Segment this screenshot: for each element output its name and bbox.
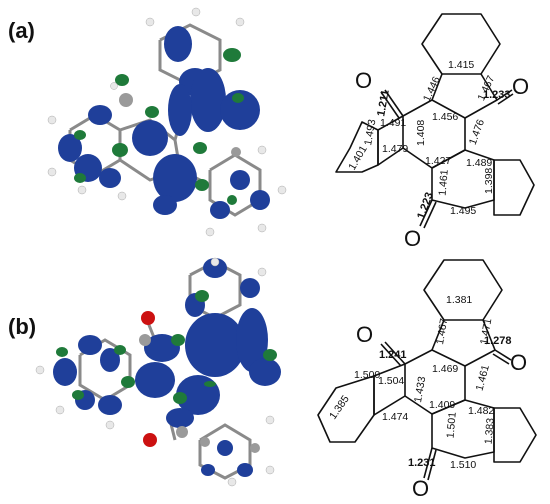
bond-length-b: 1.461 — [474, 363, 492, 392]
bond-length-a: 1.398 — [483, 168, 495, 194]
bond-length-a: 1.233 — [483, 89, 511, 101]
bond-length-b: 1.241 — [379, 349, 407, 361]
bond-length-b: 1.383 — [482, 417, 496, 444]
bond-length-b: 1.385 — [327, 393, 352, 422]
bond-length-b: 1.433 — [412, 375, 428, 403]
bond-length-b: 1.467 — [434, 317, 450, 345]
bond-length-b: 1.278 — [484, 335, 512, 347]
structure-a: O O O 1.415 1.446 1.467 1.456 1.233 1.47… — [335, 13, 535, 251]
structure-b: O O O 1.381 1.467 1.471 1.469 1.278 1.46… — [317, 259, 537, 501]
structure-a-bonds — [335, 13, 535, 229]
bond-length-a: 1.211 — [375, 89, 391, 118]
bond-length-b: 1.474 — [382, 411, 408, 423]
bond-length-b: 1.469 — [432, 363, 458, 375]
bond-length-b: 1.500 — [354, 369, 380, 381]
orbital-lobes-green-a — [74, 48, 244, 205]
bond-length-b: 1.231 — [408, 457, 436, 469]
bond-length-b: 1.510 — [450, 459, 476, 471]
bond-length-b: 1.409 — [429, 399, 455, 411]
bond-length-a: 1.479 — [382, 143, 408, 155]
bond-length-b: 1.471 — [478, 317, 494, 345]
bond-length-a: 1.415 — [448, 59, 474, 71]
bond-length-a: 1.446 — [421, 75, 443, 104]
oxygen-left-b: O — [356, 322, 373, 347]
orbital-atoms-a — [47, 7, 287, 237]
orbital-render-b — [35, 257, 281, 487]
oxygen-bottom-a: O — [404, 226, 421, 251]
orbital-lobes-green-b — [56, 290, 277, 404]
bond-length-a: 1.495 — [450, 205, 476, 217]
orbital-lobes-blue-a — [58, 26, 270, 219]
bond-length-b: 1.381 — [446, 294, 472, 306]
bond-length-a: 1.491 — [380, 117, 406, 129]
bond-length-a: 1.493 — [362, 118, 378, 146]
oxygen-right-b: O — [510, 350, 527, 375]
bond-length-a: 1.489 — [466, 157, 492, 169]
orbital-lobes-blue-b — [53, 258, 281, 477]
panel-label-b: (b) — [8, 314, 36, 339]
panel-label-a: (a) — [8, 18, 35, 43]
bond-length-a: 1.427 — [425, 155, 451, 167]
bond-length-a: 1.456 — [432, 111, 458, 123]
oxygen-right-a: O — [512, 74, 529, 99]
structure-b-bonds — [317, 259, 537, 481]
bond-length-a: 1.408 — [415, 120, 427, 146]
bond-length-b: 1.501 — [444, 411, 458, 438]
bond-length-a: 1.476 — [467, 118, 487, 147]
bond-length-b: 1.504 — [378, 375, 404, 387]
bond-length-b: 1.482 — [468, 405, 494, 417]
bond-length-a: 1.223 — [415, 191, 436, 221]
orbital-render-a — [47, 7, 287, 237]
oxygen-left-a: O — [355, 68, 372, 93]
orbital-atoms-b — [35, 257, 275, 487]
bond-length-a: 1.461 — [437, 169, 451, 196]
oxygen-bottom-b: O — [412, 476, 429, 501]
